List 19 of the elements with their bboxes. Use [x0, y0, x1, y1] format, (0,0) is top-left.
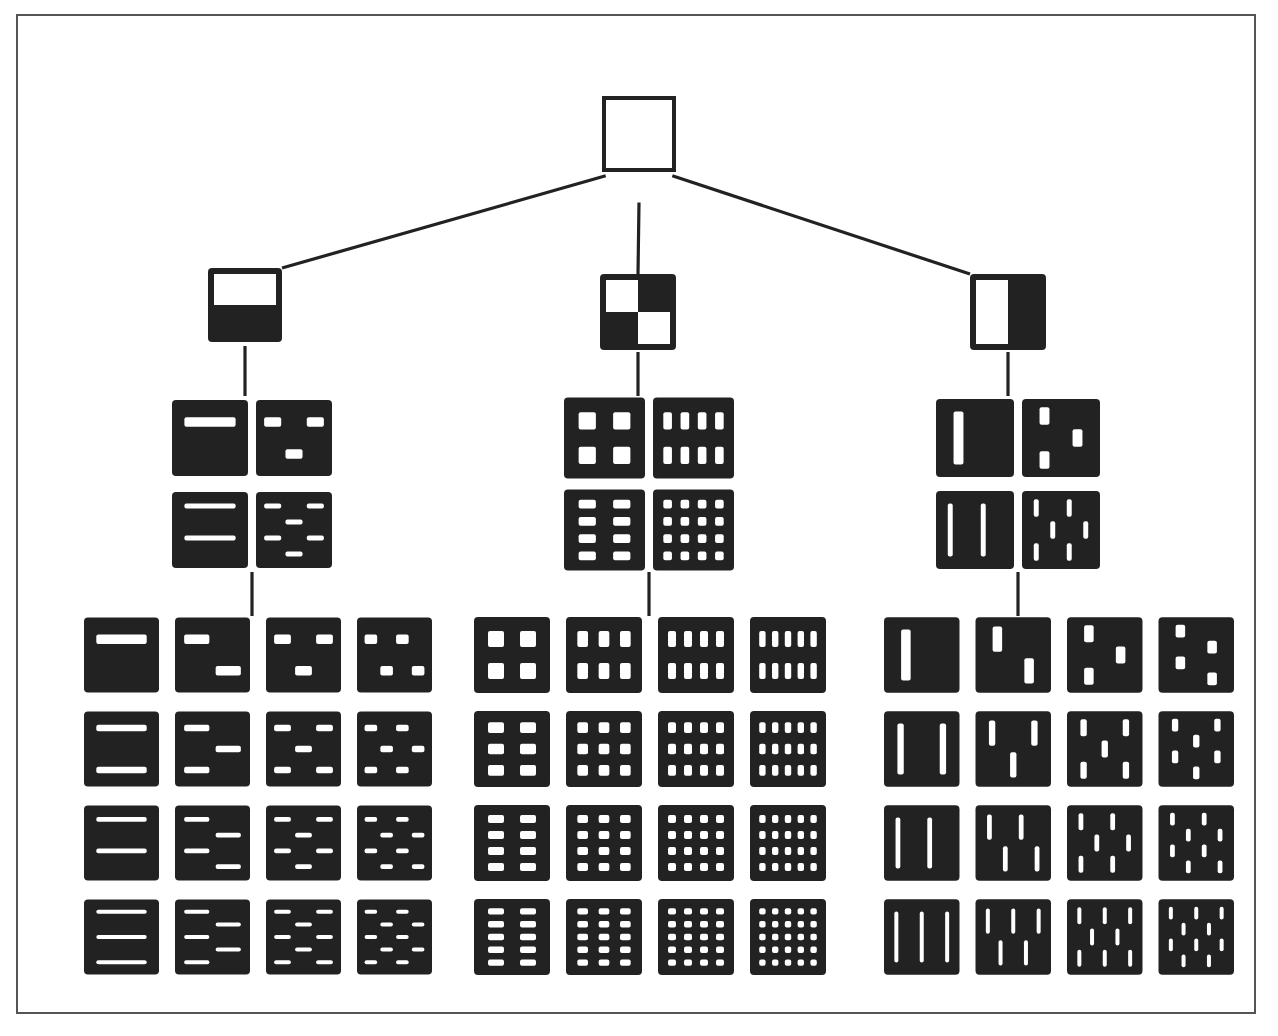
pattern-grid-drawing [172, 396, 332, 572]
empty-square [602, 96, 676, 172]
connector-line [636, 202, 641, 275]
connector-line [250, 572, 254, 616]
connector-line [671, 174, 971, 276]
pattern-grid-drawing [84, 616, 432, 976]
connector-line [1016, 572, 1020, 616]
connector-line [1006, 352, 1010, 396]
connector-line [243, 346, 247, 396]
connector-line [647, 572, 651, 616]
pattern-grid-drawing [474, 616, 826, 976]
pattern-tile-drawing [970, 274, 1046, 352]
pattern-grid-drawing [936, 396, 1100, 572]
pattern-tile-drawing [208, 268, 282, 346]
pattern-grid-drawing [884, 616, 1234, 976]
connector-line [636, 352, 640, 396]
pattern-grid-drawing [564, 396, 734, 572]
pattern-tile-drawing [600, 274, 676, 352]
connector-line [281, 174, 607, 270]
